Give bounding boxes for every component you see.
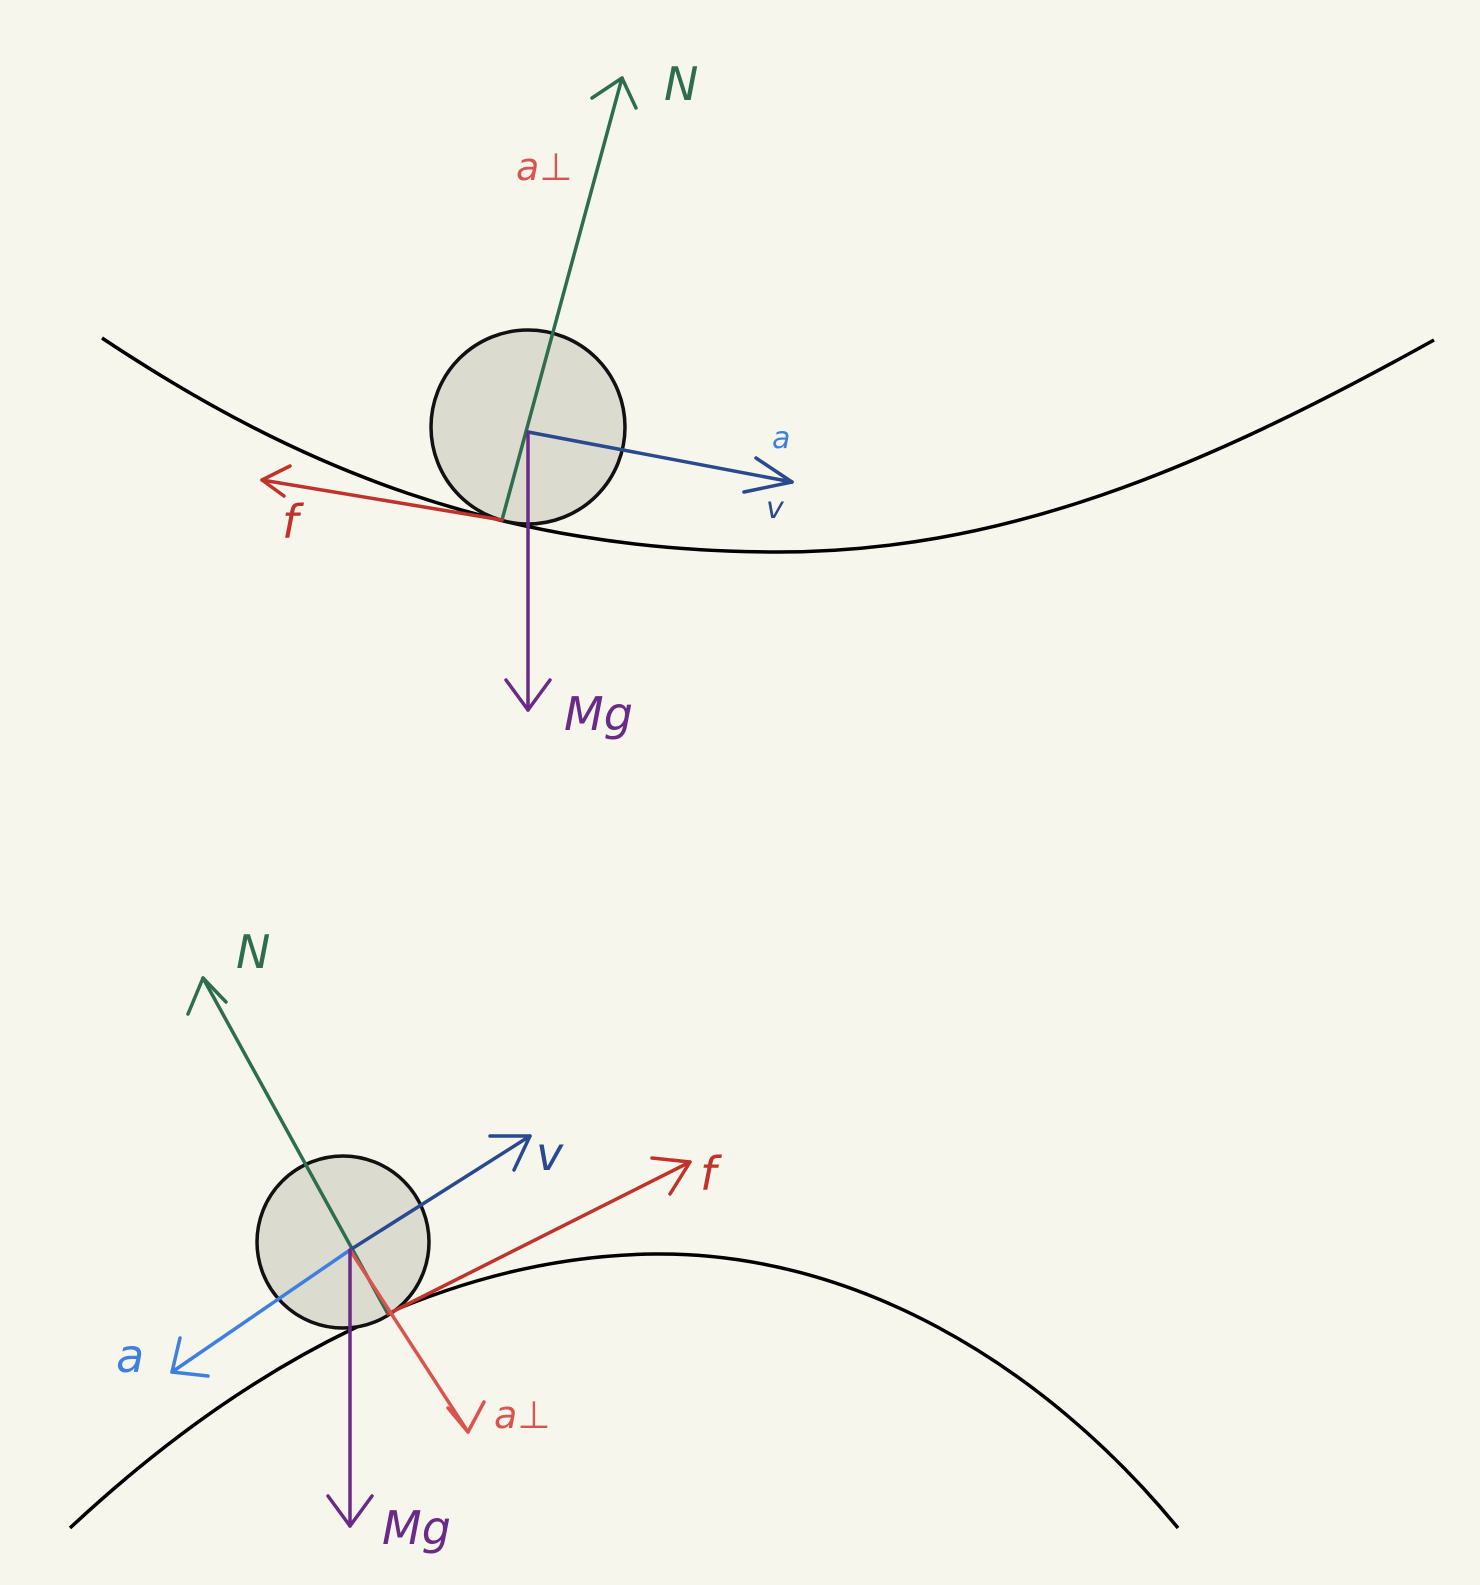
velocity-label: v xyxy=(536,1127,564,1181)
acceleration-label: a xyxy=(116,1329,144,1383)
a-perp-vector xyxy=(348,1248,486,1434)
gravity-vector xyxy=(326,1248,374,1528)
convex-surface xyxy=(68,1252,1180,1530)
bottom-diagram: N v f a a⊥ Mg xyxy=(68,925,1180,1555)
concave-surface xyxy=(101,336,1435,554)
friction-label: f xyxy=(282,495,304,549)
a-perp-label: a⊥ xyxy=(516,145,572,189)
friction-vector xyxy=(386,1156,692,1316)
velocity-vector xyxy=(348,1134,532,1252)
acceleration-vector xyxy=(170,1248,352,1378)
normal-force-label: N xyxy=(236,925,270,979)
friction-vector xyxy=(260,464,504,522)
friction-label: f xyxy=(700,1147,722,1201)
gravity-label: Mg xyxy=(564,687,633,741)
ball xyxy=(255,1154,431,1330)
acceleration-label: a xyxy=(772,421,790,456)
top-diagram: N a⊥ f a v Mg xyxy=(101,57,1435,741)
acceleration-vector xyxy=(526,430,794,494)
gravity-label: Mg xyxy=(382,1501,451,1555)
a-perp-label: a⊥ xyxy=(494,1393,550,1437)
velocity-label: v xyxy=(766,491,785,526)
normal-force-vector xyxy=(500,76,638,522)
gravity-vector xyxy=(504,430,552,712)
normal-force-label: N xyxy=(664,57,698,111)
